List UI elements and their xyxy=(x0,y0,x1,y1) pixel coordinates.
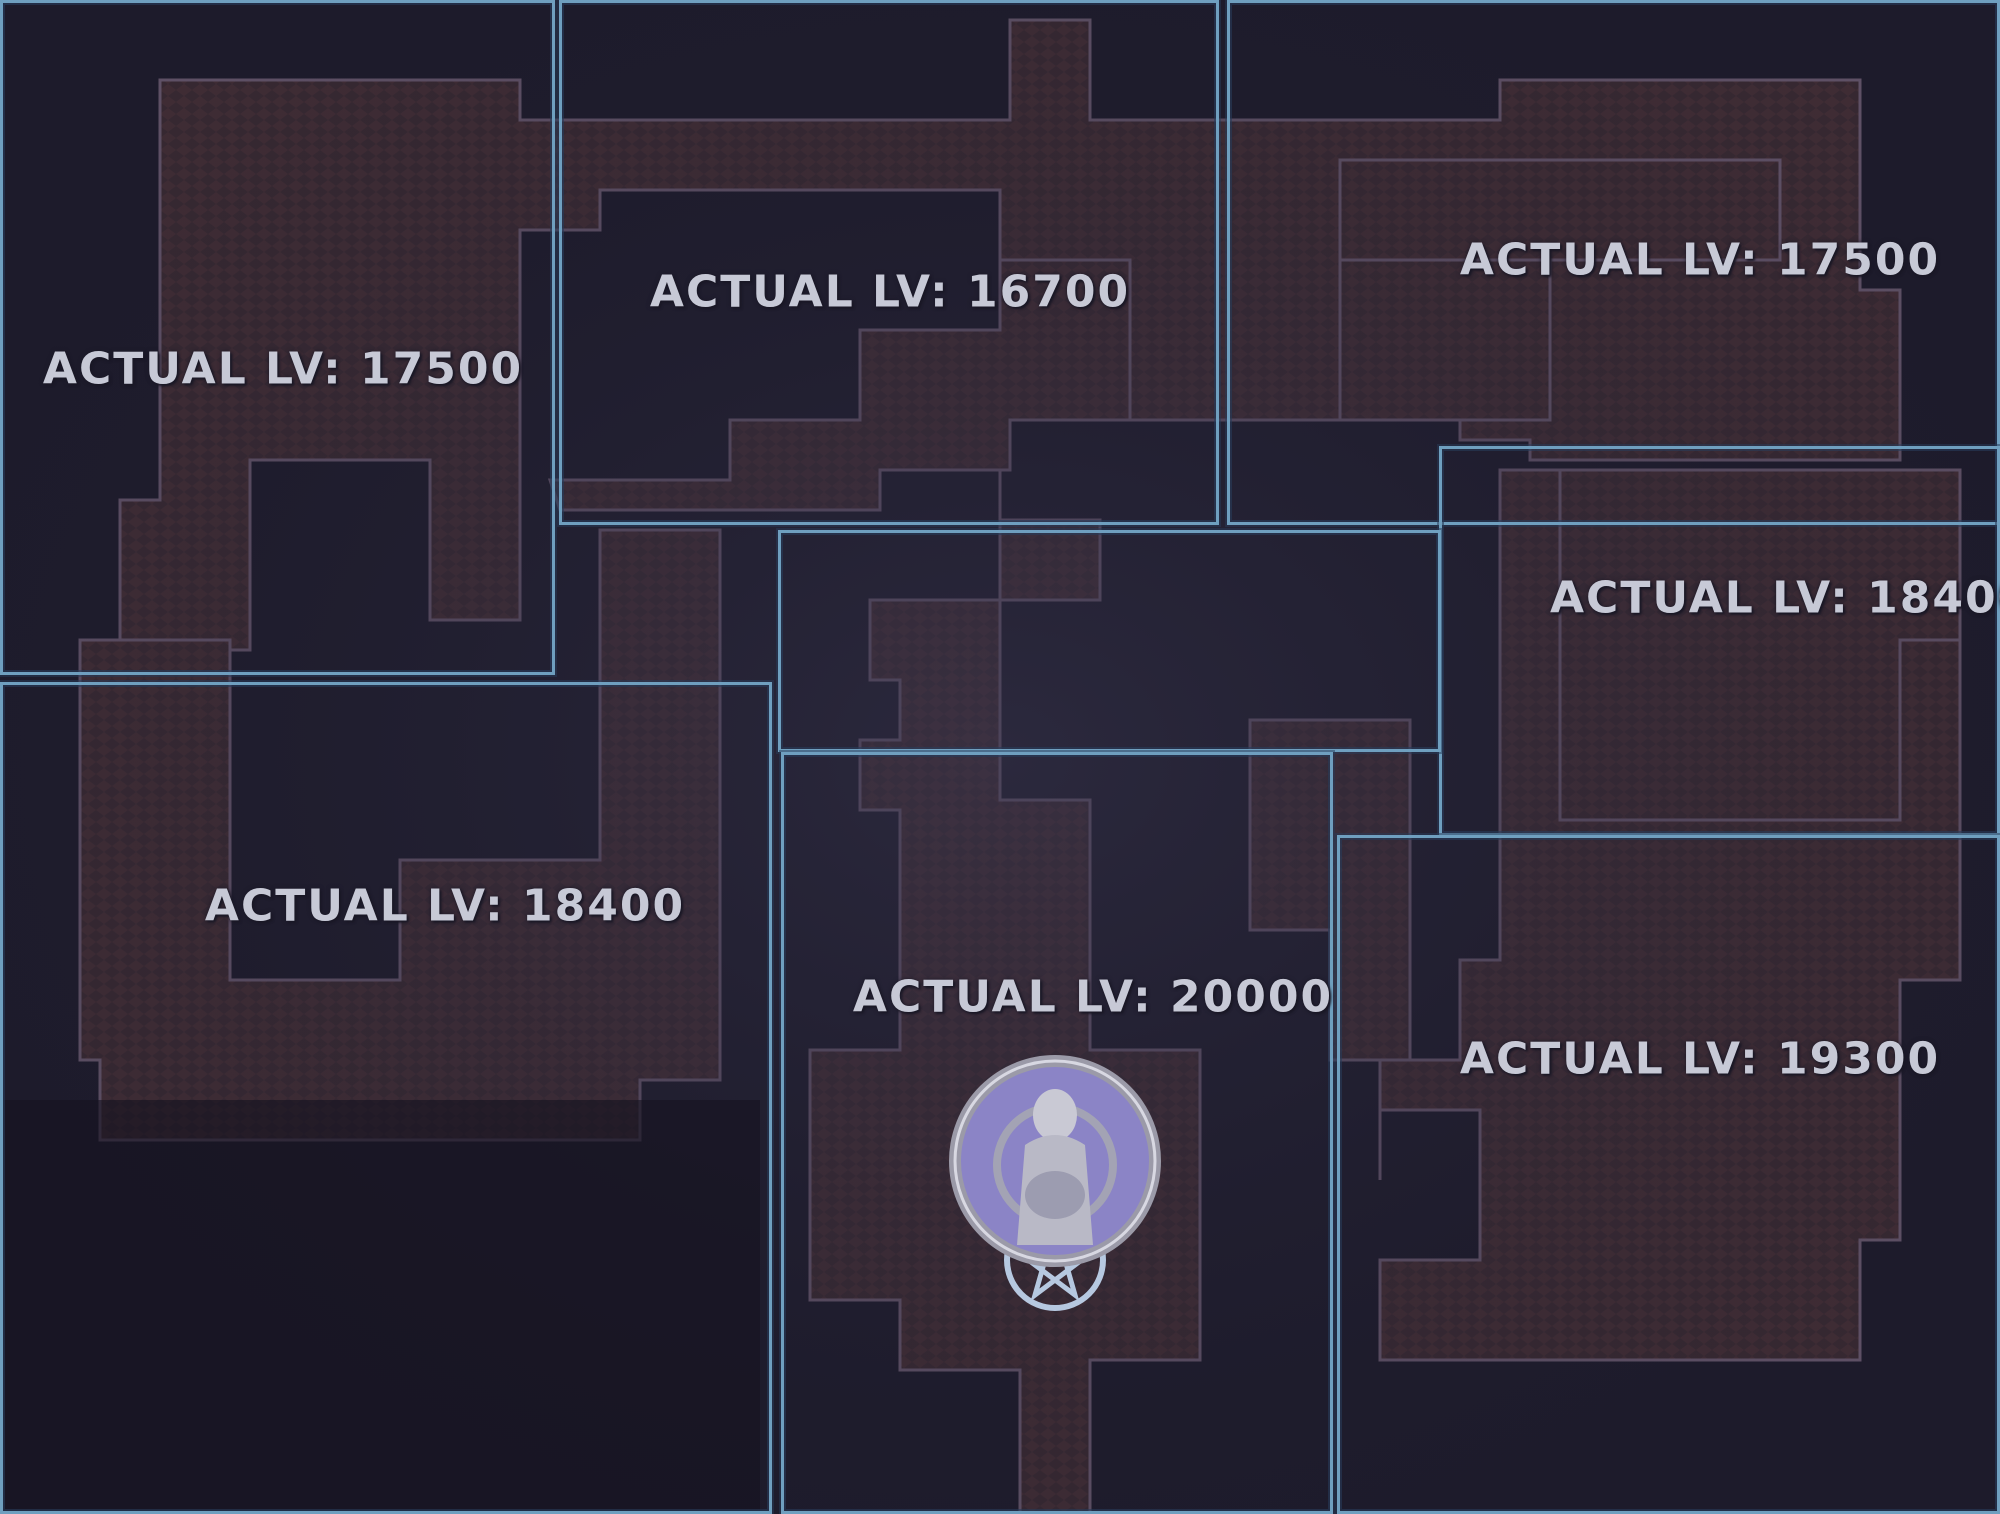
zone-right-middle[interactable] xyxy=(1439,446,2000,836)
zone-center-bottom[interactable] xyxy=(781,752,1333,1514)
zone-top-center[interactable] xyxy=(559,0,1219,525)
zone-level-label: ACTUAL LV: 20000 xyxy=(852,971,1334,1023)
goddess-statue-emblem-icon[interactable] xyxy=(945,1055,1165,1315)
zone-left-middle[interactable] xyxy=(0,682,772,1514)
zone-level-label: ACTUAL LV: 18400 xyxy=(204,880,686,932)
zone-right-bottom[interactable] xyxy=(1337,835,2000,1514)
zone-level-label: ACTUAL LV: 16700 xyxy=(649,266,1131,318)
zone-level-label: ACTUAL LV: 17500 xyxy=(42,343,524,395)
zone-top-left[interactable] xyxy=(0,0,555,675)
zone-level-label: ACTUAL LV: 18400 xyxy=(1550,572,2000,624)
zone-level-label: ACTUAL LV: 19300 xyxy=(1459,1033,1941,1085)
zone-level-label: ACTUAL LV: 17500 xyxy=(1459,234,1941,286)
zone-center-upper[interactable] xyxy=(778,530,1441,752)
zone-top-right[interactable] xyxy=(1227,0,2000,525)
